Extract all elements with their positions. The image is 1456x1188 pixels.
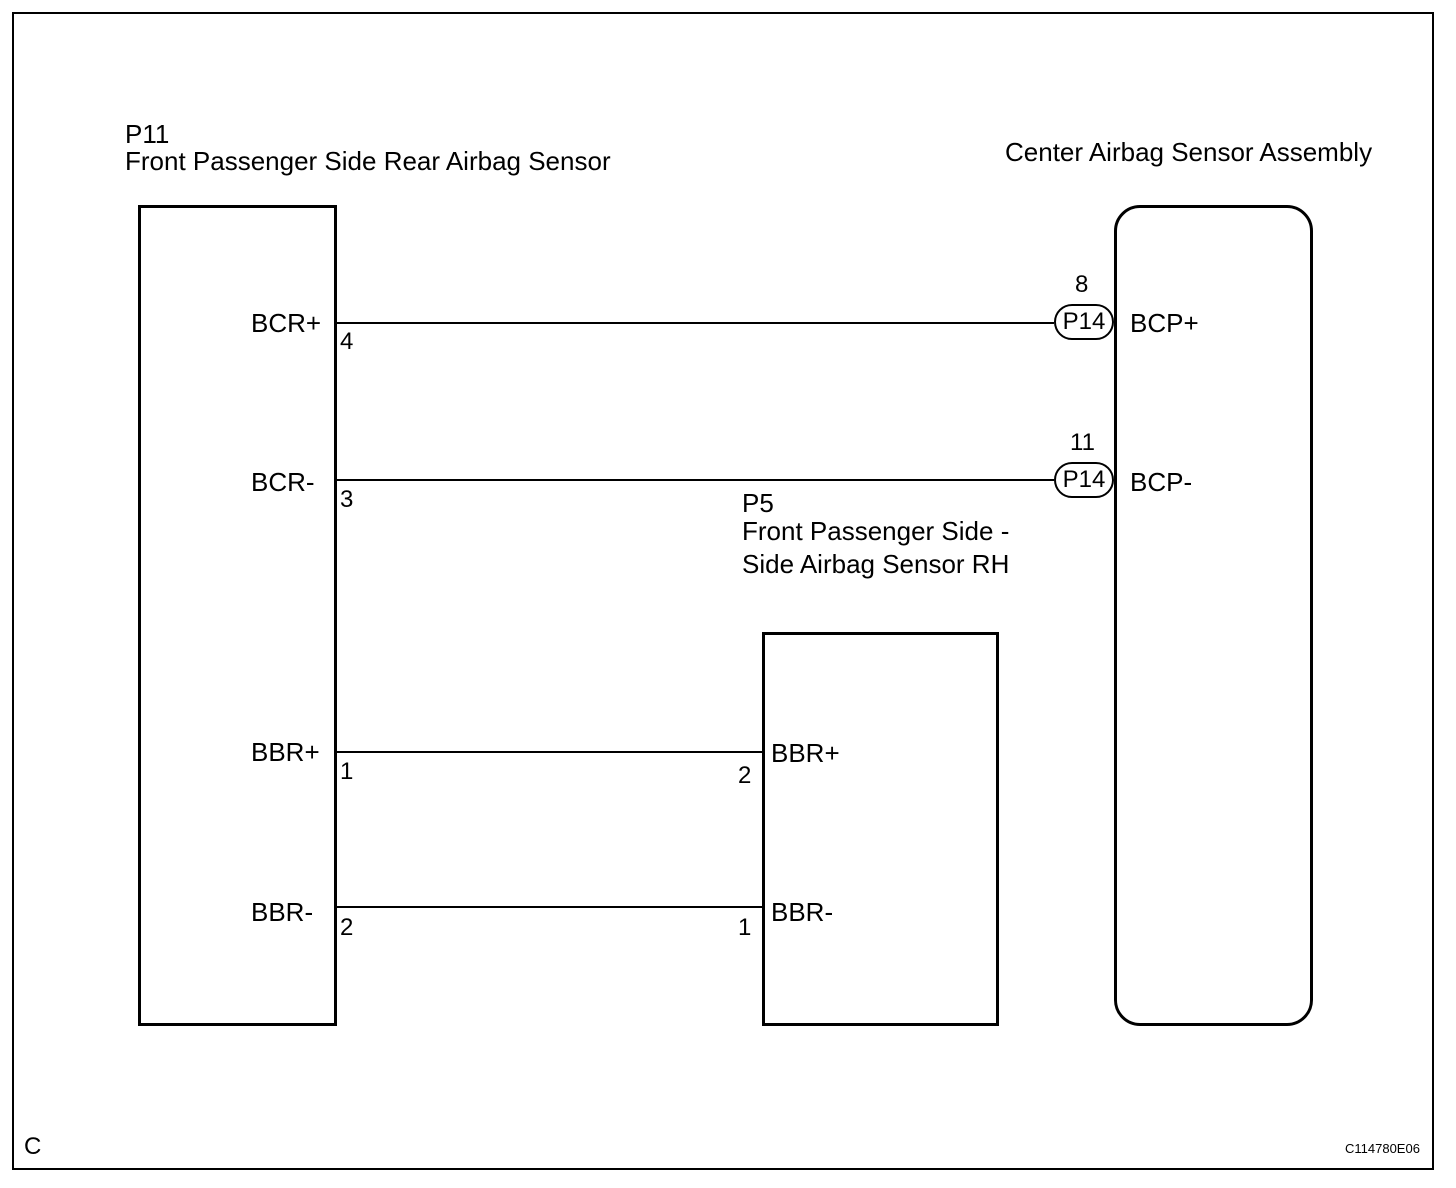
middle-terminal-bbr-minus: BBR- [771, 897, 834, 927]
figure-id: C114780E06 [1345, 1141, 1420, 1156]
middle-component-name-line1: Front Passenger Side - [742, 516, 1010, 546]
connector-p14-lower: P14 [1054, 462, 1114, 498]
left-component-box [138, 205, 337, 1026]
middle-pin-2: 2 [738, 762, 752, 789]
diagram-frame [12, 12, 1434, 1170]
wire-bcr-plus [337, 322, 1054, 324]
left-terminal-bbr-minus: BBR- [251, 897, 314, 927]
middle-terminal-bbr-plus: BBR+ [771, 738, 840, 768]
left-pin-2: 2 [340, 914, 354, 941]
right-terminal-bcp-minus: BCP- [1130, 467, 1193, 497]
middle-component-box [762, 632, 999, 1026]
wire-bcr-minus [337, 479, 1054, 481]
left-terminal-bbr-plus: BBR+ [251, 737, 320, 767]
connector-p14-upper: P14 [1054, 304, 1114, 340]
middle-component-name-line2: Side Airbag Sensor RH [742, 549, 1010, 579]
wire-bbr-plus [337, 751, 762, 753]
right-pin-8: 8 [1075, 271, 1089, 298]
left-terminal-bcr-minus: BCR- [251, 467, 315, 497]
left-pin-4: 4 [340, 328, 354, 355]
middle-pin-1: 1 [738, 914, 752, 941]
left-terminal-bcr-plus: BCR+ [251, 308, 322, 338]
middle-component-code: P5 [742, 488, 774, 518]
right-component-name: Center Airbag Sensor Assembly [1005, 137, 1373, 167]
left-pin-3: 3 [340, 486, 354, 513]
left-component-name: Front Passenger Side Rear Airbag Sensor [125, 146, 611, 176]
right-pin-11: 11 [1070, 429, 1095, 456]
right-terminal-bcp-plus: BCP+ [1130, 308, 1199, 338]
left-component-code: P11 [125, 119, 170, 149]
right-component-box [1114, 205, 1313, 1026]
corner-letter: C [24, 1133, 42, 1160]
left-pin-1: 1 [340, 758, 354, 785]
wire-bbr-minus [337, 906, 762, 908]
